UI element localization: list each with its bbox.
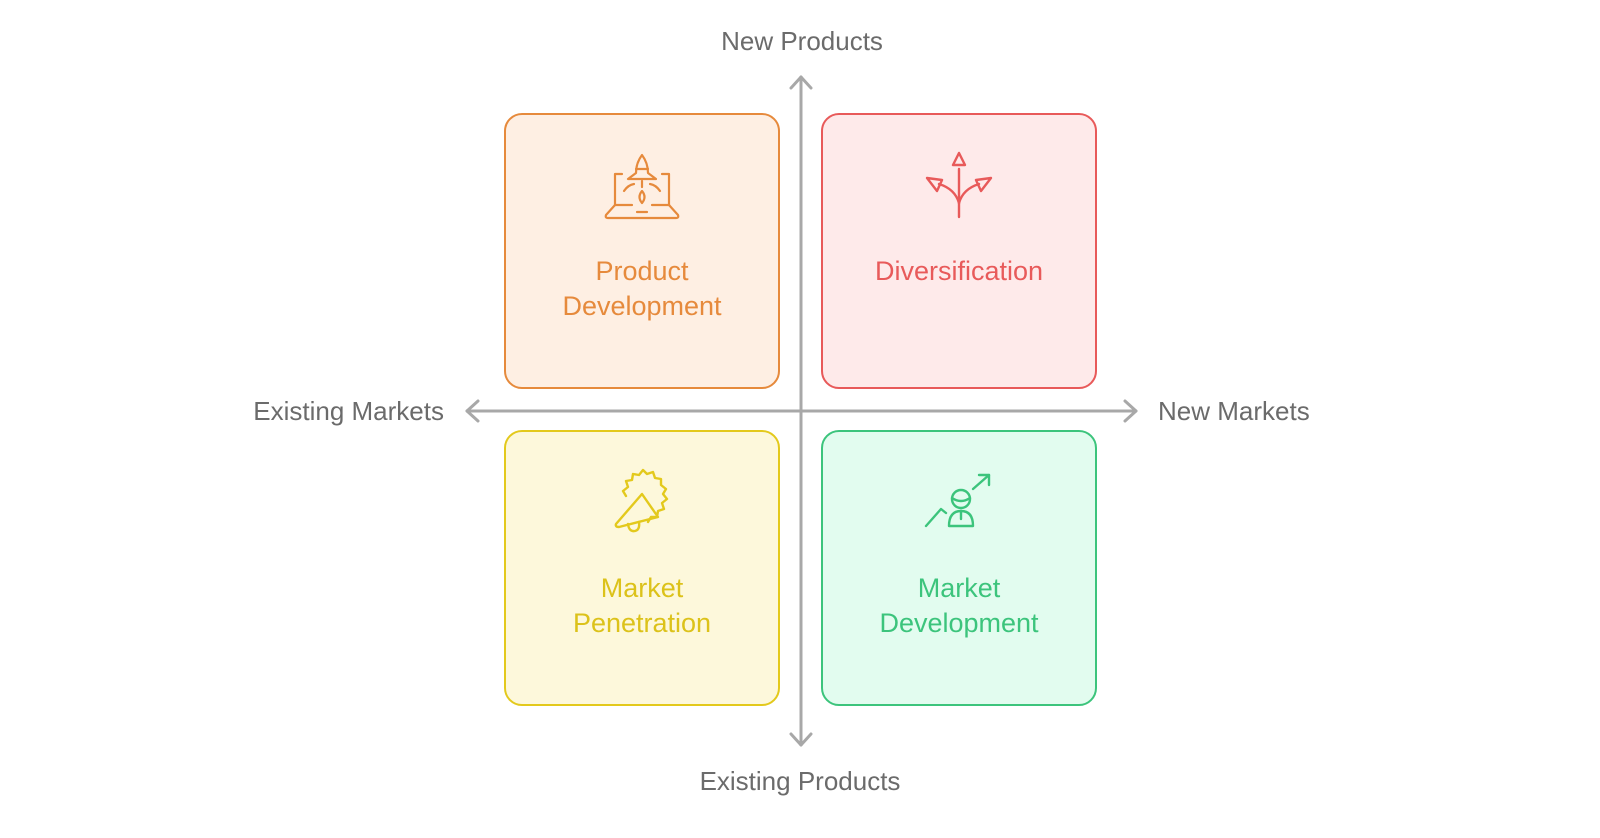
person-growth-icon: [924, 473, 991, 528]
axis-label-new-markets: New Markets: [1158, 396, 1310, 426]
quadrant-title-line2: Development: [562, 291, 722, 321]
quadrant-title-line1: Product: [595, 256, 689, 286]
quadrant-product-development: Product Development: [504, 113, 780, 389]
arrow-left-icon: [465, 399, 480, 423]
quadrant-title-line1: Market: [600, 573, 684, 603]
quadrant-market-development: Market Development: [821, 430, 1097, 706]
axis-label-existing-products: Existing Products: [699, 766, 901, 796]
axis-label-existing-markets: Existing Markets: [253, 396, 444, 426]
quadrant-title-line2: Development: [879, 608, 1039, 638]
quadrant-title-line2: Penetration: [572, 608, 712, 638]
arrow-down-icon: [789, 732, 813, 747]
quadrant-diversification: Diversification: [821, 113, 1097, 389]
axis-label-new-products: New Products: [721, 26, 883, 56]
quadrant-title-line1: Market: [917, 573, 1001, 603]
arrow-right-icon: [1123, 399, 1138, 423]
branching-arrows-icon: [925, 151, 993, 219]
quadrant-title-line1: Diversification: [874, 256, 1044, 286]
quadrant-market-penetration: Market Penetration: [504, 430, 780, 706]
arrow-up-icon: [789, 75, 813, 90]
rocket-laptop-icon: [604, 153, 680, 220]
megaphone-icon: [614, 468, 669, 533]
